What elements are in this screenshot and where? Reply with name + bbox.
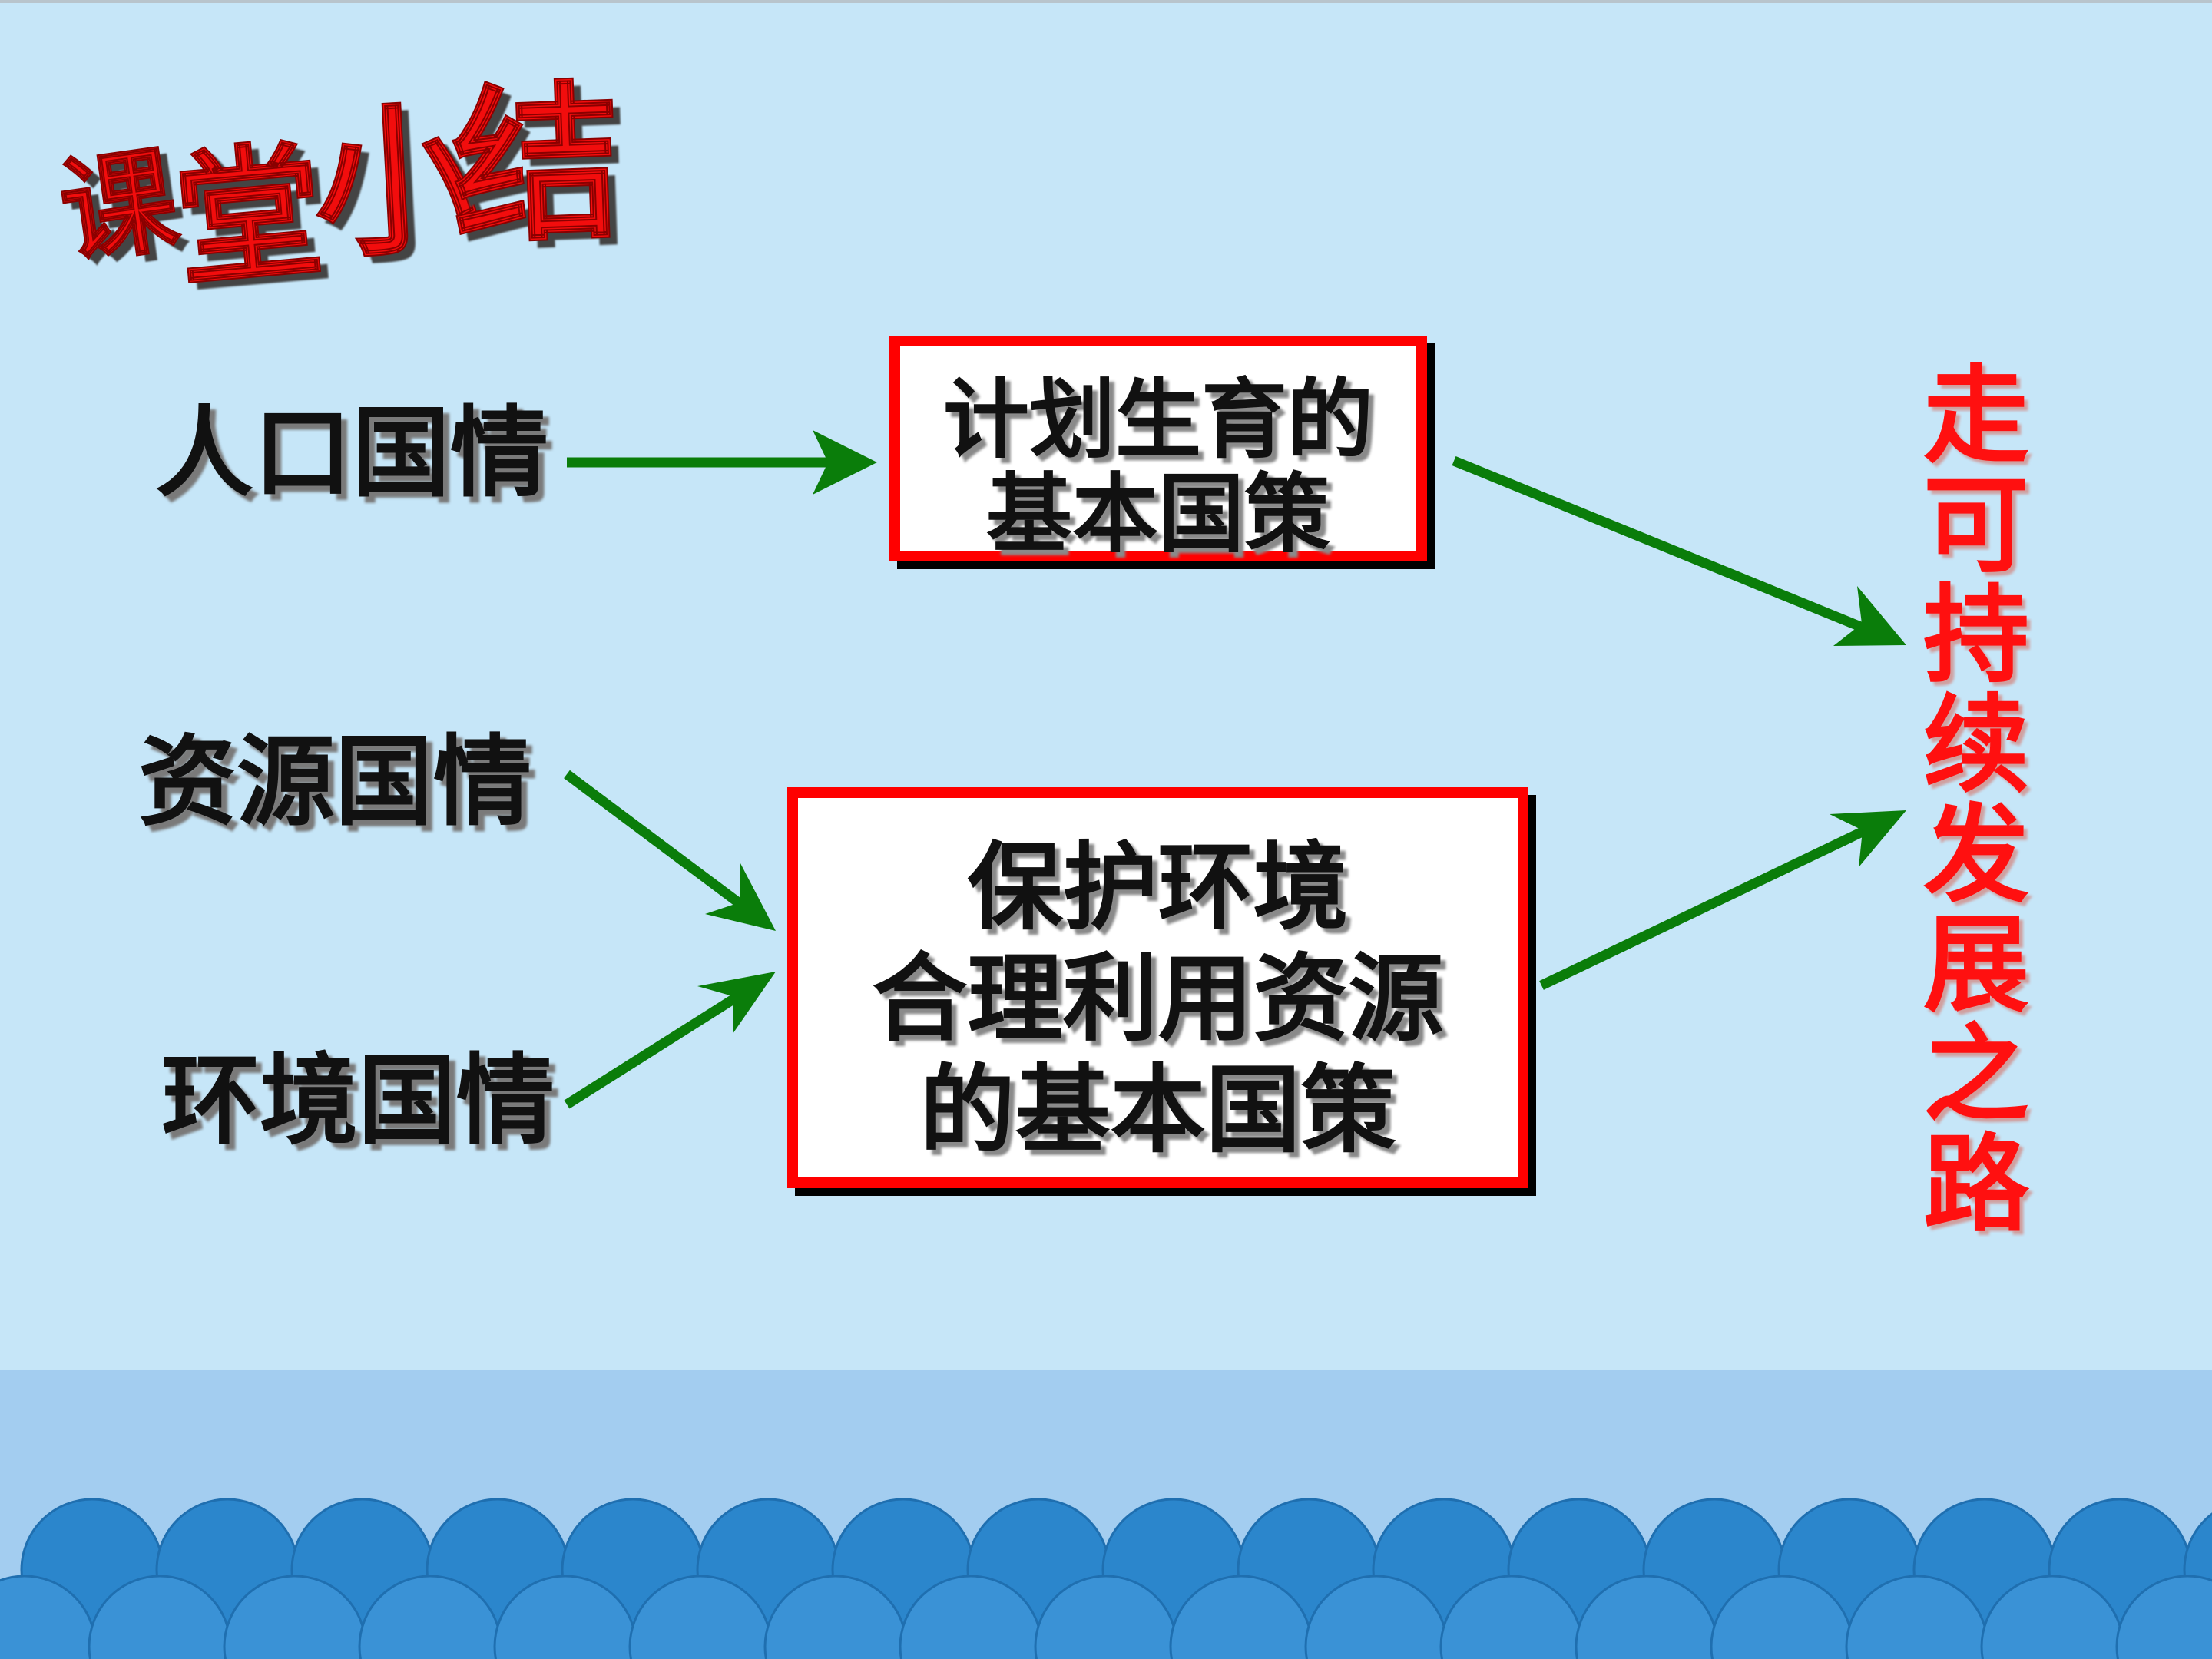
arrow-layer xyxy=(564,430,1906,1109)
input-environment: 环境国情 xyxy=(161,1044,555,1158)
arrow-resource-to-policy-2 xyxy=(564,770,776,931)
input-resource: 资源国情 xyxy=(138,725,532,839)
policy-1-line-1: 计划生育的 xyxy=(943,370,1373,470)
arrow-population-to-policy-1 xyxy=(567,430,877,495)
result-sustainable-development: 走可持续发展之路 xyxy=(1922,354,2029,1247)
top-border-line xyxy=(0,0,2212,3)
policy-2-line-1: 保护环境 xyxy=(967,833,1349,943)
wave-scallop xyxy=(2115,1575,2212,1659)
arrow-environment-to-policy-2 xyxy=(564,972,776,1109)
arrow-policy-1-to-result xyxy=(1452,455,1906,646)
policy-1-line-2: 基本国策 xyxy=(986,465,1330,565)
policy-2-line-3: 的基本国策 xyxy=(919,1055,1396,1166)
sea-wave-decoration xyxy=(0,1370,2212,1659)
policy-box-family-planning: 计划生育的 基本国策 xyxy=(889,336,1427,561)
input-population: 人口国情 xyxy=(155,396,549,511)
policy-2-line-2: 合理利用资源 xyxy=(872,944,1444,1055)
arrow-policy-2-to-result xyxy=(1539,810,1906,990)
policy-box-environment-resources: 保护环境 合理利用资源 的基本国策 xyxy=(787,787,1528,1188)
